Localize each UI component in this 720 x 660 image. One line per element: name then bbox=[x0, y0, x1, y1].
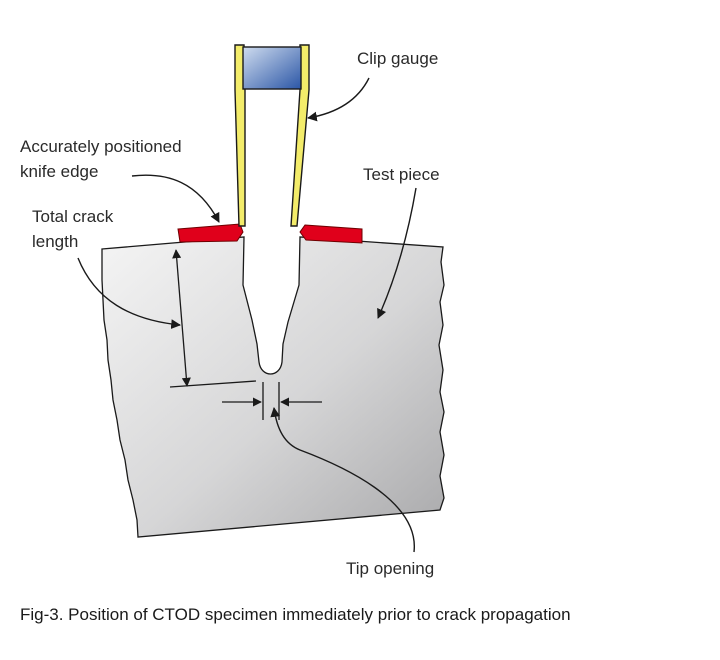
total-crack-leader bbox=[77, 257, 181, 329]
clip-gauge-block bbox=[242, 46, 302, 90]
test-piece-leader bbox=[377, 187, 417, 319]
knife-edge-left bbox=[177, 223, 244, 243]
knife-edge-label-line2: knife edge bbox=[20, 162, 98, 181]
figure-caption: Fig-3. Position of CTOD specimen immedia… bbox=[20, 605, 571, 624]
clip-gauge-arm-left bbox=[234, 44, 246, 227]
total-crack-label-line1: Total crack bbox=[32, 207, 114, 226]
clip-gauge-arm-right bbox=[290, 44, 310, 227]
crack-length-dimension-arrow bbox=[172, 249, 191, 387]
tip-opening-leader bbox=[270, 407, 415, 553]
total-crack-label-line2: length bbox=[32, 232, 78, 251]
knife-edge-label-line1: Accurately positioned bbox=[20, 137, 182, 156]
clip-gauge-label: Clip gauge bbox=[357, 49, 438, 68]
tip-opening-label: Tip opening bbox=[346, 559, 434, 578]
test-piece-label: Test piece bbox=[363, 165, 440, 184]
clip-gauge-leader bbox=[307, 77, 370, 122]
knife-edge-right bbox=[299, 224, 363, 244]
knife-edge-leader bbox=[131, 174, 220, 223]
